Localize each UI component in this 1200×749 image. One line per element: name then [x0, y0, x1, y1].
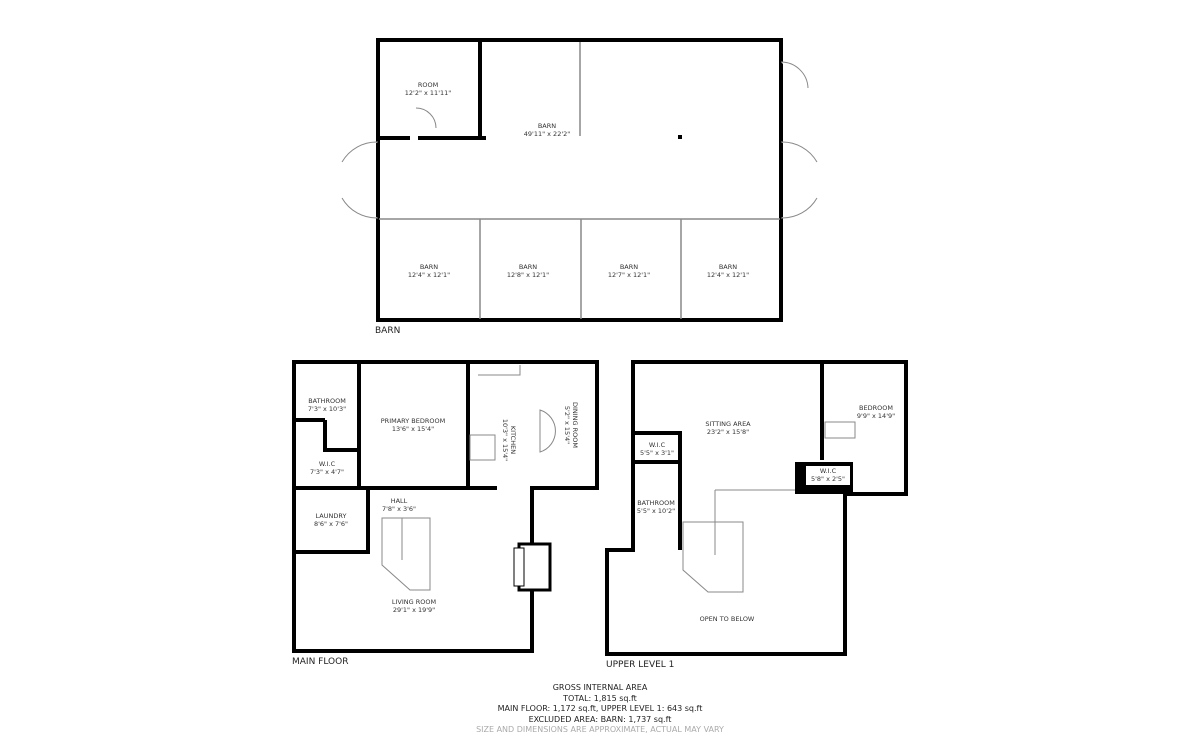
summary-total: TOTAL: 1,815 sq.ft: [563, 693, 637, 703]
upper-level-walls: [605, 360, 908, 656]
upper-fixtures: [682, 421, 856, 593]
barn-caption: BARN: [375, 326, 401, 336]
main-floor-fixtures: [381, 365, 556, 591]
upper-level-caption: UPPER LEVEL 1: [606, 660, 675, 670]
main-floor-walls: [292, 360, 599, 653]
summary-title: GROSS INTERNAL AREA: [552, 683, 648, 692]
summary-excluded: EXCLUDED AREA: BARN: 1,737 sq.ft: [528, 714, 672, 724]
barn-partitions: [379, 42, 780, 319]
summary-disclaimer: SIZE AND DIMENSIONS ARE APPROXIMATE, ACT…: [476, 725, 724, 734]
fireplace: [513, 542, 552, 592]
summary-floors: MAIN FLOOR: 1,172 sq.ft, UPPER LEVEL 1: …: [497, 704, 703, 713]
barn-doors: [341, 61, 818, 219]
barn-walls: [376, 38, 783, 322]
main-floor-caption: MAIN FLOOR: [292, 657, 349, 667]
room-label: OPEN TO BELOW: [699, 615, 755, 623]
area-summary: GROSS INTERNAL AREA TOTAL: 1,815 sq.ft M…: [0, 683, 1200, 736]
